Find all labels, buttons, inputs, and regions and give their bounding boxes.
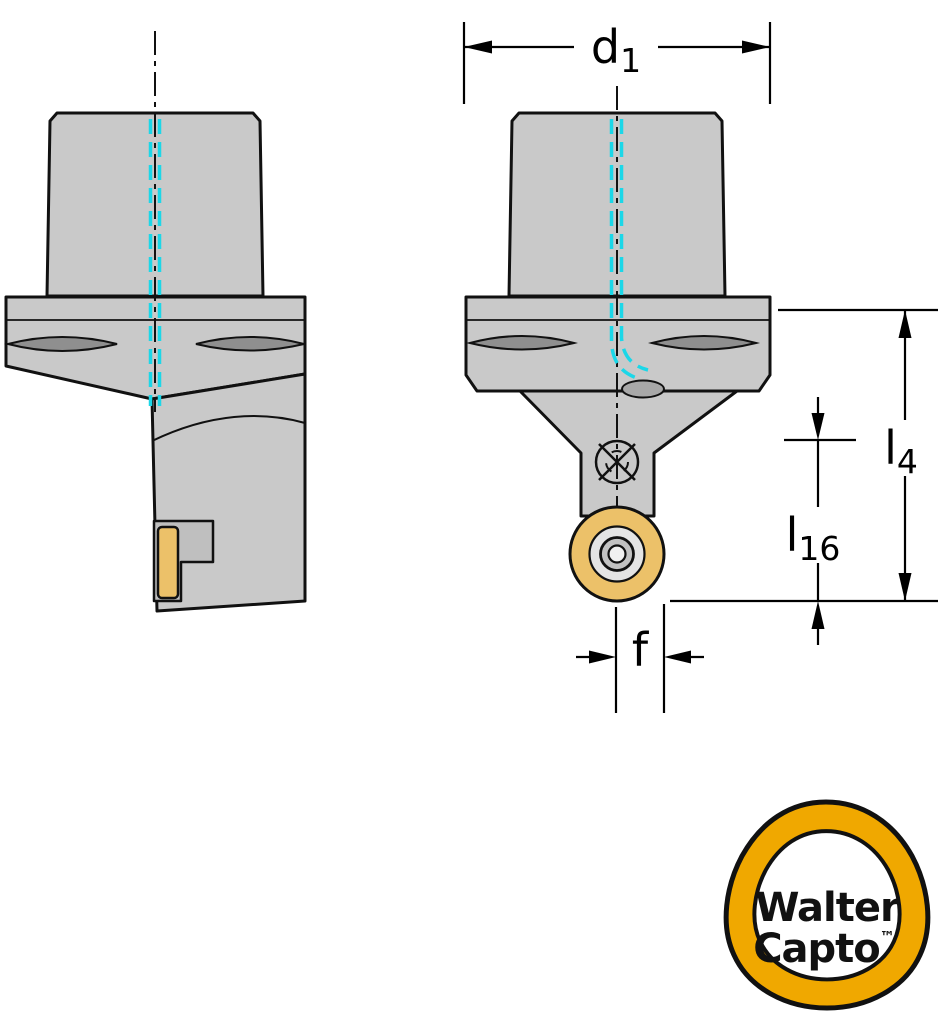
- round-insert: [568, 505, 666, 603]
- logo-inner-face: [752, 829, 902, 982]
- extension-lines-d1: [462, 22, 772, 104]
- label-background: [869, 420, 937, 476]
- label-base: l: [884, 421, 897, 475]
- screw-circle: [594, 439, 640, 485]
- coolant-channel-lines: [148, 119, 162, 406]
- neck-outline: [518, 389, 739, 518]
- coolant-channel-lines: [609, 119, 649, 381]
- label-subscript: 16: [798, 529, 840, 568]
- dimension-label-d1: d1: [591, 20, 641, 80]
- arrowhead-up-icon: [898, 310, 912, 338]
- front-view: [464, 86, 772, 603]
- dimension-label-l4: l4: [884, 421, 918, 481]
- arrowhead-down-icon: [811, 413, 825, 440]
- dimension-d1: d1: [462, 20, 772, 104]
- arrowhead-right-icon: [589, 650, 616, 664]
- dimension-l16: l16: [779, 397, 859, 645]
- dimension-f: f: [576, 604, 704, 713]
- logo-text-capto: Capto™: [753, 926, 895, 972]
- walter-capto-logo: Walter Capto™: [723, 799, 931, 1011]
- extension-lines-f: [614, 604, 666, 713]
- clamp-screw-symbol: [594, 439, 640, 485]
- coolant-outlet: [621, 379, 665, 399]
- label-base: l: [786, 508, 799, 562]
- clamping-groove-left: [466, 335, 578, 351]
- dimension-label-l16: l16: [786, 508, 841, 568]
- body-curve-line: [151, 415, 306, 442]
- label-subscript: 4: [897, 442, 918, 481]
- screw-torx-arc: [605, 450, 629, 474]
- clamping-groove-left: [4, 336, 118, 352]
- side-view: [4, 31, 307, 613]
- dimension-label-f: f: [632, 623, 650, 677]
- clamping-groove-right: [195, 336, 305, 352]
- arrowhead-right-icon: [742, 40, 770, 54]
- label-background: [779, 507, 859, 563]
- insert-side-view: [156, 525, 180, 600]
- label-base: f: [632, 623, 650, 677]
- dimension-l4: l4: [670, 308, 938, 603]
- arrowhead-left-icon: [664, 650, 691, 664]
- dimensions: d1 l4 l16 f: [462, 20, 938, 713]
- label-base: d: [591, 20, 620, 74]
- label-subscript: 1: [620, 41, 641, 80]
- arrowhead-up-icon: [811, 601, 825, 629]
- logo-word-capto: Capto: [753, 926, 880, 972]
- trademark-symbol: ™: [880, 928, 895, 946]
- arrowhead-left-icon: [464, 40, 492, 54]
- insert-screw-socket: [607, 544, 627, 564]
- extension-lines-l4: [670, 308, 938, 603]
- logo-text-walter: Walter: [755, 885, 900, 931]
- clamping-groove-right: [648, 335, 760, 351]
- arrowhead-down-icon: [898, 573, 912, 601]
- screw-cross: [598, 443, 636, 481]
